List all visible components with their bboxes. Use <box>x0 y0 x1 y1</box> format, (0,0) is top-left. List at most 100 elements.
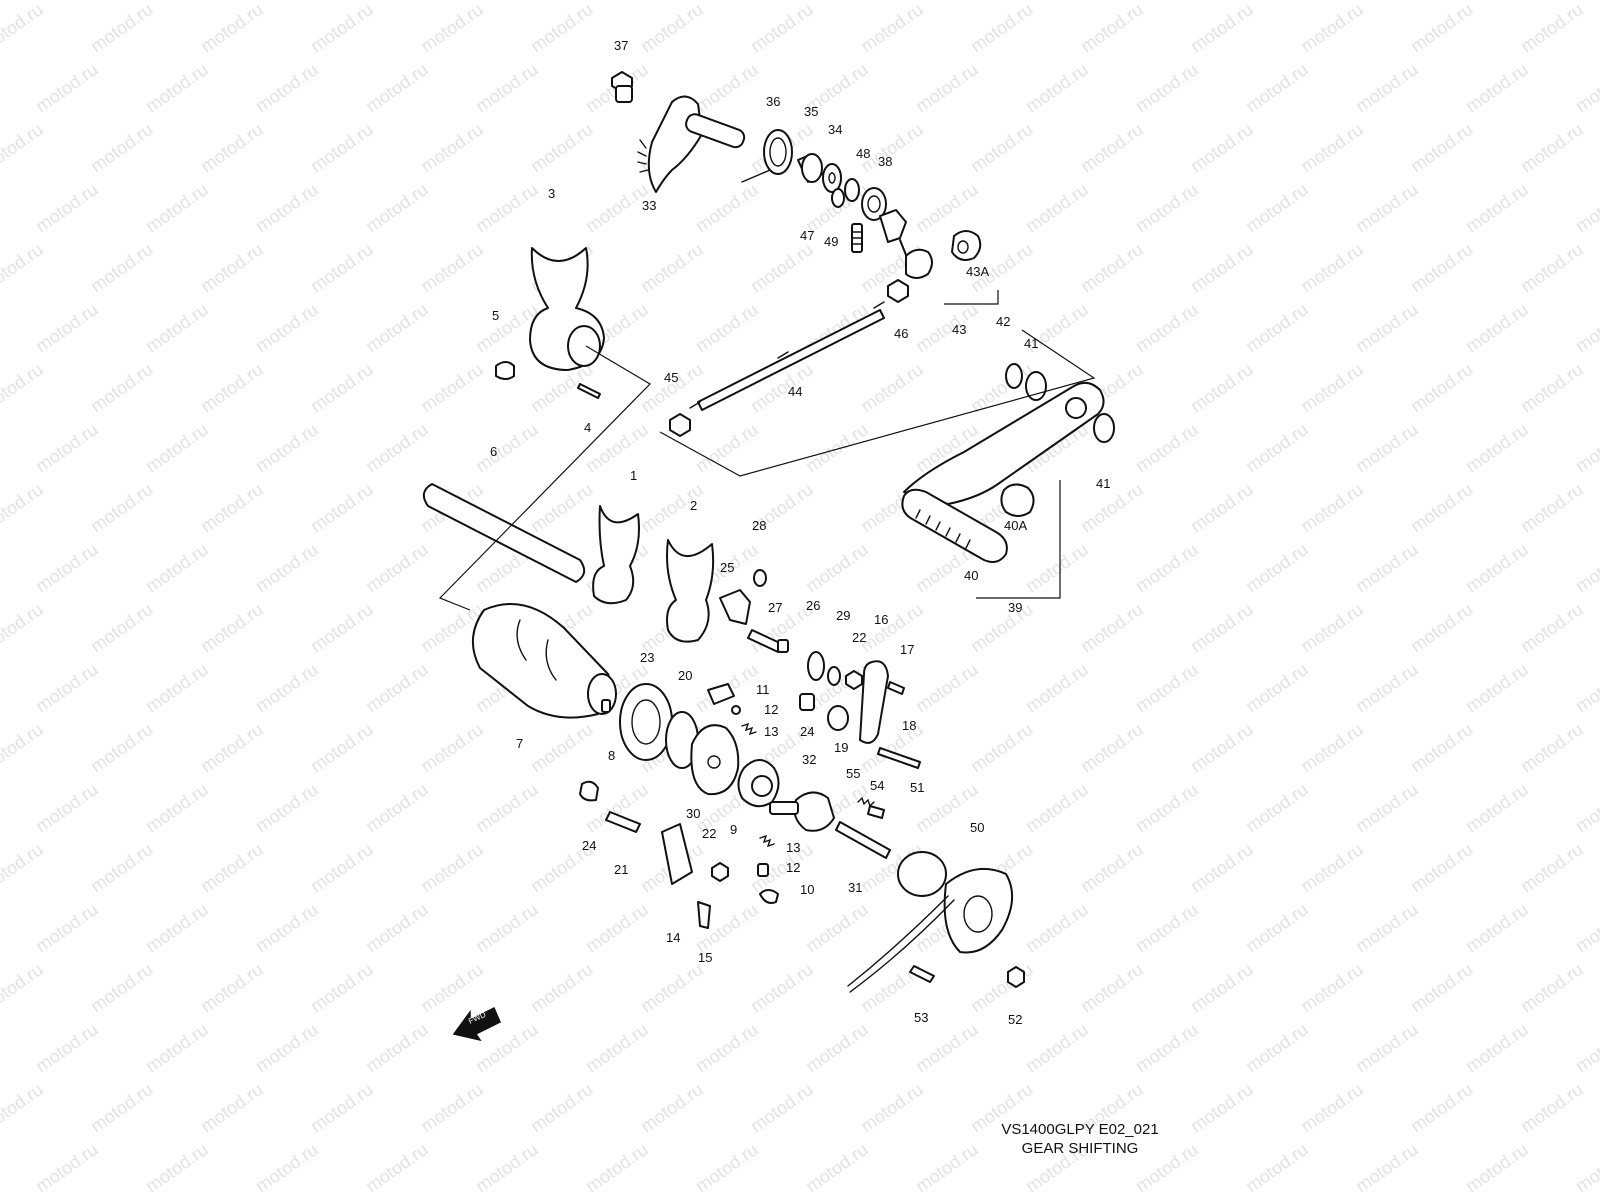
label-4: 4 <box>584 420 591 435</box>
label-25: 25 <box>720 560 734 575</box>
part-52-nut <box>1007 966 1025 988</box>
label-7: 7 <box>516 736 523 751</box>
label-6: 6 <box>490 444 497 459</box>
part-35-collar <box>797 153 823 183</box>
label-54: 54 <box>870 778 884 793</box>
part-cable <box>847 895 955 993</box>
part-41-washer-b <box>1093 413 1115 443</box>
part-1-shift-fork <box>592 505 640 605</box>
part-24-pin-a <box>799 693 815 711</box>
part-16-plate <box>859 660 889 744</box>
label-37: 37 <box>614 38 628 53</box>
label-46: 46 <box>894 326 908 341</box>
part-53-stud <box>909 965 935 983</box>
label-32: 32 <box>802 752 816 767</box>
part-22-nut-b <box>711 862 729 882</box>
part-17-screw <box>887 681 905 695</box>
part-10-pawl <box>759 889 779 904</box>
part-23-bearing <box>619 683 673 761</box>
part-48-circlip <box>844 178 860 202</box>
label-28: 28 <box>752 518 766 533</box>
part-27-bolt <box>747 629 789 653</box>
label-45: 45 <box>664 370 678 385</box>
label-3: 3 <box>548 186 555 201</box>
label-42: 42 <box>996 314 1010 329</box>
part-31-bolt <box>835 821 891 859</box>
part-24-pin-b <box>579 780 599 802</box>
label-23: 23 <box>640 650 654 665</box>
part-36-spring <box>741 129 793 183</box>
part-42-circlip <box>1005 363 1023 389</box>
part-22-nut-a <box>845 670 863 690</box>
part-13-spring <box>741 722 757 736</box>
fwd-arrow-icon: FWD <box>452 1006 501 1042</box>
label-20: 20 <box>678 668 692 683</box>
label-17: 17 <box>900 642 914 657</box>
label-12a: 12 <box>764 702 778 717</box>
part-11-pawl <box>707 683 735 705</box>
label-30: 30 <box>686 806 700 821</box>
label-8: 8 <box>608 748 615 763</box>
part-39-gear-lever <box>903 381 1105 505</box>
label-18: 18 <box>902 718 916 733</box>
label-11: 11 <box>756 682 770 697</box>
part-26-spring <box>807 651 825 681</box>
part-54-pin <box>867 805 885 819</box>
label-19: 19 <box>834 740 848 755</box>
caption-code: VS1400GLPY E02_021 <box>1001 1121 1159 1138</box>
part-32-cam <box>769 791 835 832</box>
part-47-bolt <box>851 223 863 253</box>
part-19-roller <box>827 705 849 731</box>
part-25-arm <box>719 589 751 625</box>
part-5-pin <box>495 361 515 380</box>
label-55: 55 <box>846 766 860 781</box>
label-2: 2 <box>690 498 697 513</box>
part-7-shift-drum <box>471 603 617 719</box>
label-44: 44 <box>788 384 802 399</box>
part-9-stopper <box>737 759 780 808</box>
caption-title: GEAR SHIFTING <box>1021 1140 1139 1157</box>
label-29: 29 <box>836 608 850 623</box>
part-33-shift-shaft <box>637 95 746 193</box>
part-3-shift-fork <box>529 247 605 371</box>
label-35: 35 <box>804 104 818 119</box>
part-40-footpeg <box>901 488 1008 563</box>
label-12b: 12 <box>786 860 800 875</box>
part-40a-rubber <box>1000 483 1035 517</box>
part-43a-joint <box>951 230 982 261</box>
label-47: 47 <box>800 228 814 243</box>
part-8-pin <box>601 699 611 713</box>
part-14-plate <box>661 823 693 885</box>
part-13-spring-b <box>759 834 775 848</box>
part-38-seal <box>861 187 887 221</box>
part-12-pin-b <box>757 863 769 877</box>
part-44-shift-rod <box>689 301 885 411</box>
part-21-bolt <box>605 811 641 833</box>
part-49-washer <box>831 188 845 208</box>
part-15-screw <box>697 901 711 929</box>
part-12-pin <box>731 705 741 715</box>
label-22a: 22 <box>852 630 866 645</box>
part-2-shift-fork <box>666 539 715 643</box>
part-34-washer <box>822 163 842 193</box>
label-13a: 13 <box>764 724 778 739</box>
label-14: 14 <box>666 930 680 945</box>
label-26: 26 <box>806 598 820 613</box>
label-51: 51 <box>910 780 924 795</box>
label-5: 5 <box>492 308 499 323</box>
label-52: 52 <box>1008 1012 1022 1027</box>
label-9: 9 <box>730 822 737 837</box>
part-45-nut <box>669 413 691 437</box>
label-40: 40 <box>964 568 978 583</box>
label-43: 43 <box>952 322 966 337</box>
label-39: 39 <box>1008 600 1022 615</box>
label-24b: 24 <box>582 838 596 853</box>
label-16: 16 <box>874 612 888 627</box>
label-34: 34 <box>828 122 842 137</box>
label-10: 10 <box>800 882 814 897</box>
label-43a: 43A <box>966 264 989 279</box>
part-labels: 1 2 3 4 5 6 7 8 9 10 11 12 12 13 13 14 1… <box>490 38 1110 1027</box>
part-29-washer <box>827 666 841 686</box>
part-46-nut <box>887 279 909 303</box>
